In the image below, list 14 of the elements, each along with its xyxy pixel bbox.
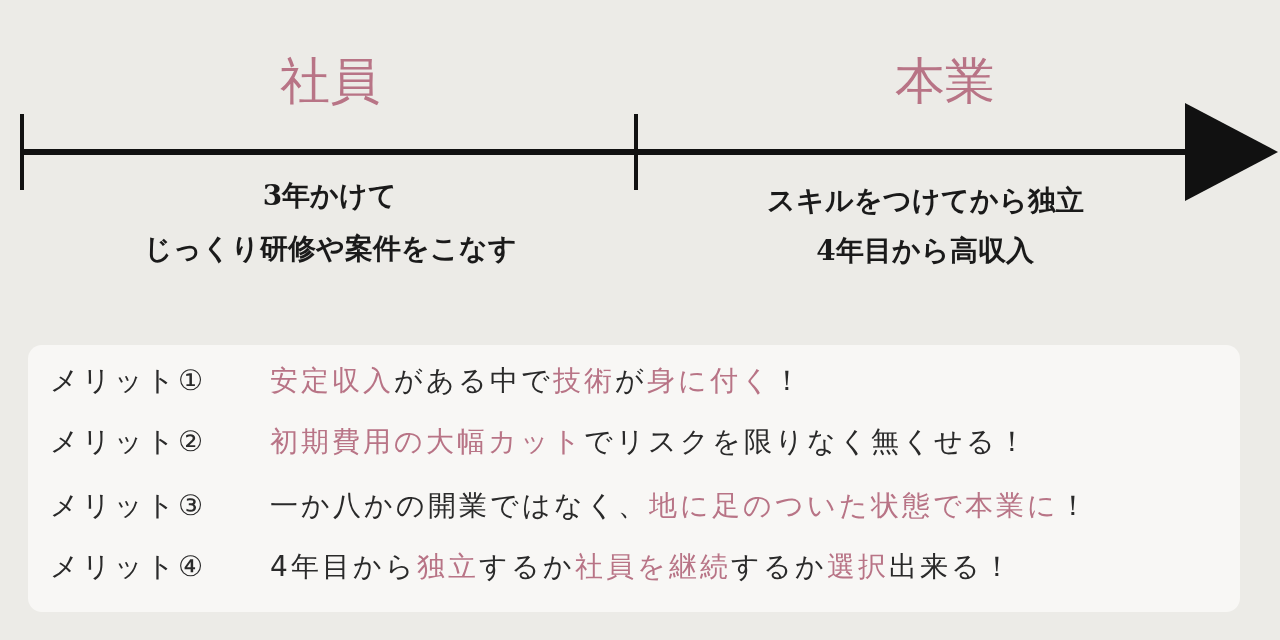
phase-description: 4年目から高収入 — [816, 237, 1034, 265]
merit-text: 4年目から独立するか社員を継続するか選択出来る！ — [270, 553, 1014, 581]
merit-label: メリット③ — [50, 492, 207, 520]
merit-label: メリット④ — [50, 553, 207, 581]
phase-title: 社員 — [280, 56, 380, 106]
phase-description: スキルをつけてから独立 — [766, 187, 1084, 215]
phase-description: じっくり研修や案件をこなす — [143, 235, 517, 263]
merit-label: メリット② — [50, 428, 207, 456]
merit-text: 初期費用の大幅カットでリスクを限りなく無くせる！ — [270, 428, 1029, 456]
phase-title: 本業 — [895, 56, 995, 106]
merit-label: メリット① — [50, 367, 207, 395]
merit-text: 一か八かの開業ではなく、地に足のついた状態で本業に！ — [270, 492, 1090, 520]
merit-text: 安定収入がある中で技術が身に付く！ — [270, 367, 804, 395]
phase-description: 3年かけて — [262, 182, 398, 210]
